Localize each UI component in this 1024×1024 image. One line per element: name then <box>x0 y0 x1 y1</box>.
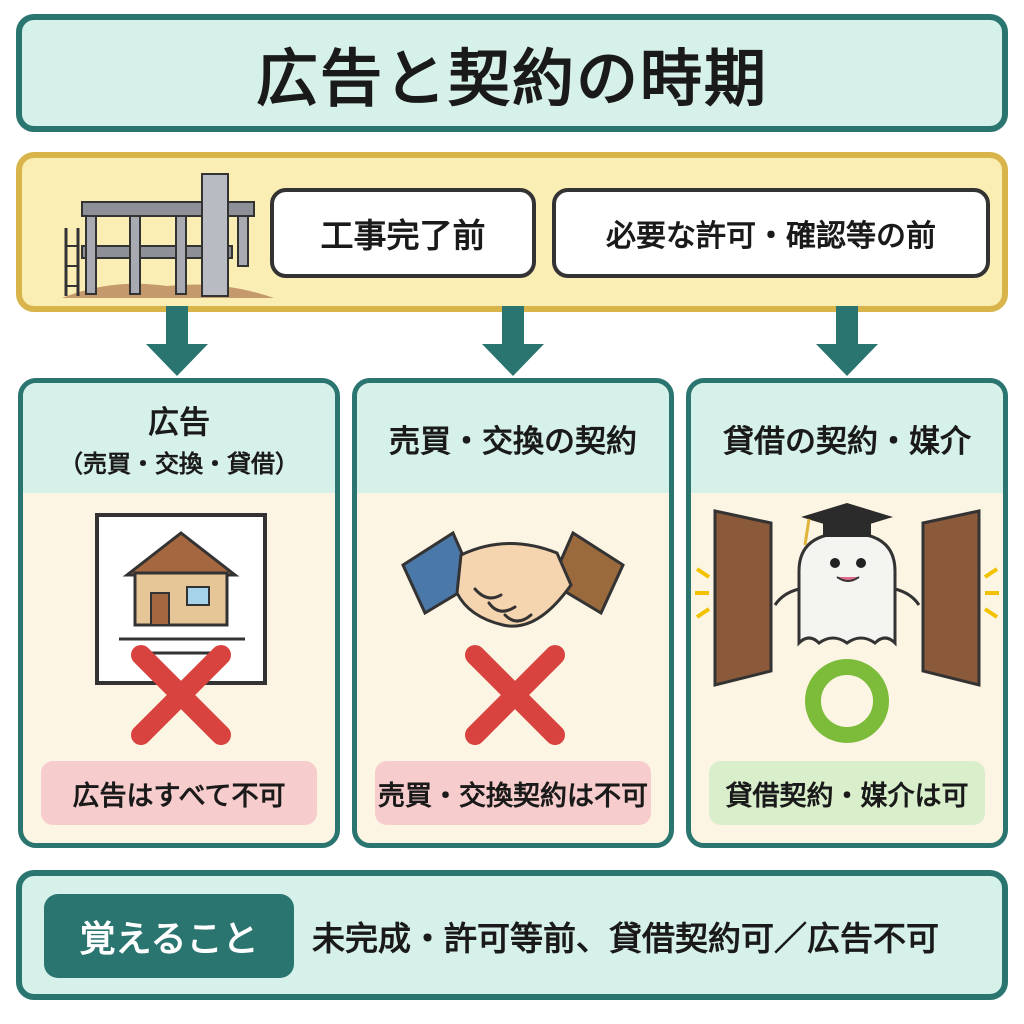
handshake-icon <box>401 530 625 745</box>
cross-mark-icon <box>465 645 565 745</box>
card-title: 広告 <box>148 405 210 441</box>
condition-before-completion: 工事完了前 <box>270 188 536 278</box>
card-subtitle: （売買・交換・貸借） <box>59 450 299 478</box>
verdict-not-allowed: 広告はすべて不可 <box>41 761 317 825</box>
card-advertising: 広告 （売買・交換・貸借） 広告はすべて不可 <box>18 378 340 848</box>
card-lease-contract: 貸借の契約・媒介 貸借契約・媒介は可 <box>686 378 1008 848</box>
arrow-down-icon <box>146 306 208 376</box>
verdict-allowed: 貸借契約・媒介は可 <box>709 761 985 825</box>
circle-mark-icon <box>805 659 889 743</box>
card-title: 売買・交換の契約 <box>389 423 637 460</box>
memo-panel: 覚えること 未完成・許可等前、貸借契約可／広告不可 <box>16 870 1008 1000</box>
conditions-panel: 工事完了前 必要な許可・確認等の前 <box>16 152 1008 312</box>
verdict-not-allowed: 売買・交換契約は不可 <box>375 761 651 825</box>
title-banner: 広告と契約の時期 <box>16 14 1008 132</box>
card-header: 貸借の契約・媒介 <box>691 383 1003 493</box>
advertisement-flyer-icon <box>95 513 267 745</box>
cross-mark-icon <box>131 645 231 745</box>
card-header: 売買・交換の契約 <box>357 383 669 493</box>
arrow-down-icon <box>482 306 544 376</box>
page-title: 広告と契約の時期 <box>255 42 768 115</box>
arrow-down-icon <box>816 306 878 376</box>
card-header: 広告 （売買・交換・貸借） <box>23 383 335 493</box>
memo-text: 未完成・許可等前、貸借契約可／広告不可 <box>312 919 939 958</box>
ghost-opening-doors-icon <box>695 503 999 743</box>
condition-before-permit: 必要な許可・確認等の前 <box>552 188 990 278</box>
building-under-construction-icon <box>62 173 274 298</box>
card-sale-contract: 売買・交換の契約 売買・交換契約は不可 <box>352 378 674 848</box>
memo-label: 覚えること <box>44 894 294 978</box>
card-title: 貸借の契約・媒介 <box>723 423 971 460</box>
